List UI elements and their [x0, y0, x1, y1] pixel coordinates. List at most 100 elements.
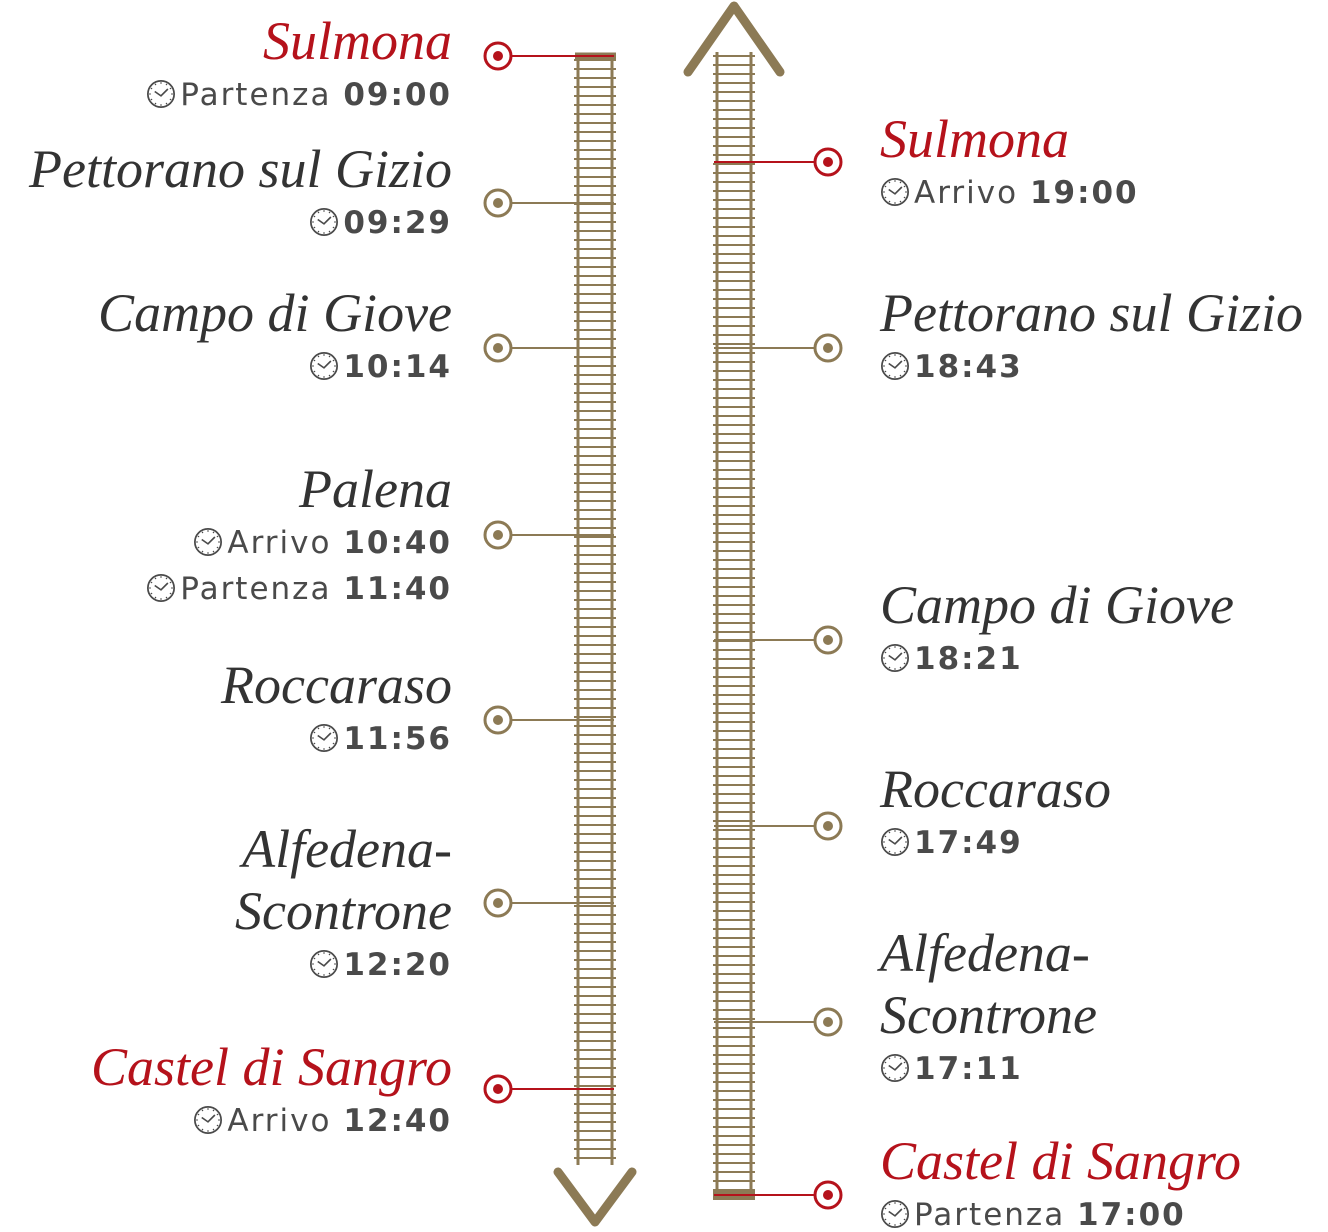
station-marker-icon [483, 333, 513, 363]
clock-icon [147, 574, 176, 602]
station-marker-icon [813, 1180, 843, 1210]
stop-name: Pettorano sul Gizio [28, 139, 452, 199]
stop-time: 10:14 [98, 344, 452, 390]
stop-label: Roccaraso 17:49 [880, 758, 1111, 866]
return-track [713, 52, 755, 1195]
stop-time: Arrivo 19:00 [880, 170, 1139, 216]
stop-time: Partenza 09:00 [146, 72, 452, 118]
stop-time: 11:56 [221, 716, 452, 762]
station-dot [493, 530, 503, 540]
station-marker-icon [813, 625, 843, 655]
clock-icon [881, 1200, 909, 1228]
time-label: Partenza [180, 571, 344, 607]
stop-time: Partenza 11:40 [146, 566, 452, 612]
station-dot [493, 51, 503, 61]
stop-name: Sulmona [263, 11, 452, 71]
outbound-track [574, 56, 616, 1165]
stop-name: Campo di Giove [98, 283, 452, 343]
station-dot [823, 635, 833, 645]
stop-name: Roccaraso [221, 655, 452, 715]
stop-name: Alfedena-Scontrone [235, 819, 452, 941]
stop-time: Arrivo 10:40 [146, 520, 452, 566]
clock-icon [310, 724, 339, 752]
time-value: 09:00 [343, 77, 452, 113]
clock-icon [881, 828, 909, 856]
station-dot [493, 898, 503, 908]
clock-icon [310, 352, 339, 380]
station-marker-icon [483, 188, 513, 218]
clock-icon [881, 352, 909, 380]
station-marker-icon [483, 520, 513, 550]
time-label: Partenza [914, 1197, 1078, 1232]
station-marker-icon [483, 888, 513, 918]
stop-time: Arrivo 12:40 [91, 1098, 452, 1144]
time-value: 11:40 [343, 571, 452, 607]
time-value: 17:49 [914, 825, 1023, 861]
station-dot [493, 1084, 503, 1094]
station-marker-icon [483, 1074, 513, 1104]
arrow-down-icon [553, 1167, 637, 1227]
station-dot [823, 343, 833, 353]
clock-icon [147, 80, 176, 108]
time-value: 19:00 [1029, 175, 1139, 211]
stop-label: Pettorano sul Gizio 09:29 [29, 138, 452, 246]
time-value: 12:40 [343, 1103, 452, 1139]
stop-name: Roccaraso [880, 759, 1111, 819]
station-dot [823, 157, 833, 167]
stop-label: Alfedena-Scontrone 17:11 [880, 922, 1140, 1092]
clock-icon [881, 644, 909, 672]
time-value: 10:14 [343, 349, 452, 385]
clock-icon [881, 1054, 909, 1082]
station-marker-icon [813, 147, 843, 177]
time-value: 12:20 [343, 947, 452, 983]
station-dot [493, 198, 503, 208]
station-marker-icon [483, 41, 513, 71]
stop-time: 18:43 [880, 344, 1303, 390]
station-marker-icon [813, 811, 843, 841]
stop-name: Palena [299, 459, 452, 519]
station-marker-icon [483, 705, 513, 735]
station-marker-icon [813, 1007, 843, 1037]
clock-icon [310, 950, 339, 978]
stop-label: Alfedena-Scontrone 12:20 [152, 818, 452, 988]
station-dot [823, 821, 833, 831]
stop-time: 17:49 [880, 820, 1111, 866]
clock-icon [310, 208, 339, 236]
time-label: Arrivo [227, 525, 344, 561]
stop-name: Campo di Giove [880, 575, 1234, 635]
stop-label: Campo di Giove 10:14 [98, 282, 452, 390]
stop-time: 12:20 [152, 942, 452, 988]
stop-name: Sulmona [880, 109, 1069, 169]
station-dot [823, 1017, 833, 1027]
station-dot [823, 1190, 833, 1200]
time-value: 10:40 [343, 525, 452, 561]
station-dot [493, 715, 503, 725]
station-dot [493, 343, 503, 353]
stop-label: Pettorano sul Gizio 18:43 [880, 282, 1303, 390]
clock-icon [194, 1106, 223, 1134]
time-value: 17:00 [1077, 1197, 1186, 1232]
time-label: Arrivo [914, 175, 1030, 211]
stop-time: 09:29 [29, 200, 452, 246]
time-label: Arrivo [227, 1103, 344, 1139]
time-value: 18:43 [914, 349, 1023, 385]
stop-name: Alfedena-Scontrone [880, 923, 1097, 1045]
time-label: Partenza [180, 77, 344, 113]
station-marker-icon [813, 333, 843, 363]
stop-name: Castel di Sangro [880, 1131, 1242, 1191]
clock-icon [194, 528, 223, 556]
stop-time: 18:21 [880, 636, 1234, 682]
arrow-up-icon [683, 1, 785, 77]
stop-name: Pettorano sul Gizio [880, 283, 1304, 343]
time-value: 17:11 [914, 1051, 1023, 1087]
stop-time: Partenza 17:00 [880, 1192, 1241, 1232]
time-value: 09:29 [343, 205, 452, 241]
